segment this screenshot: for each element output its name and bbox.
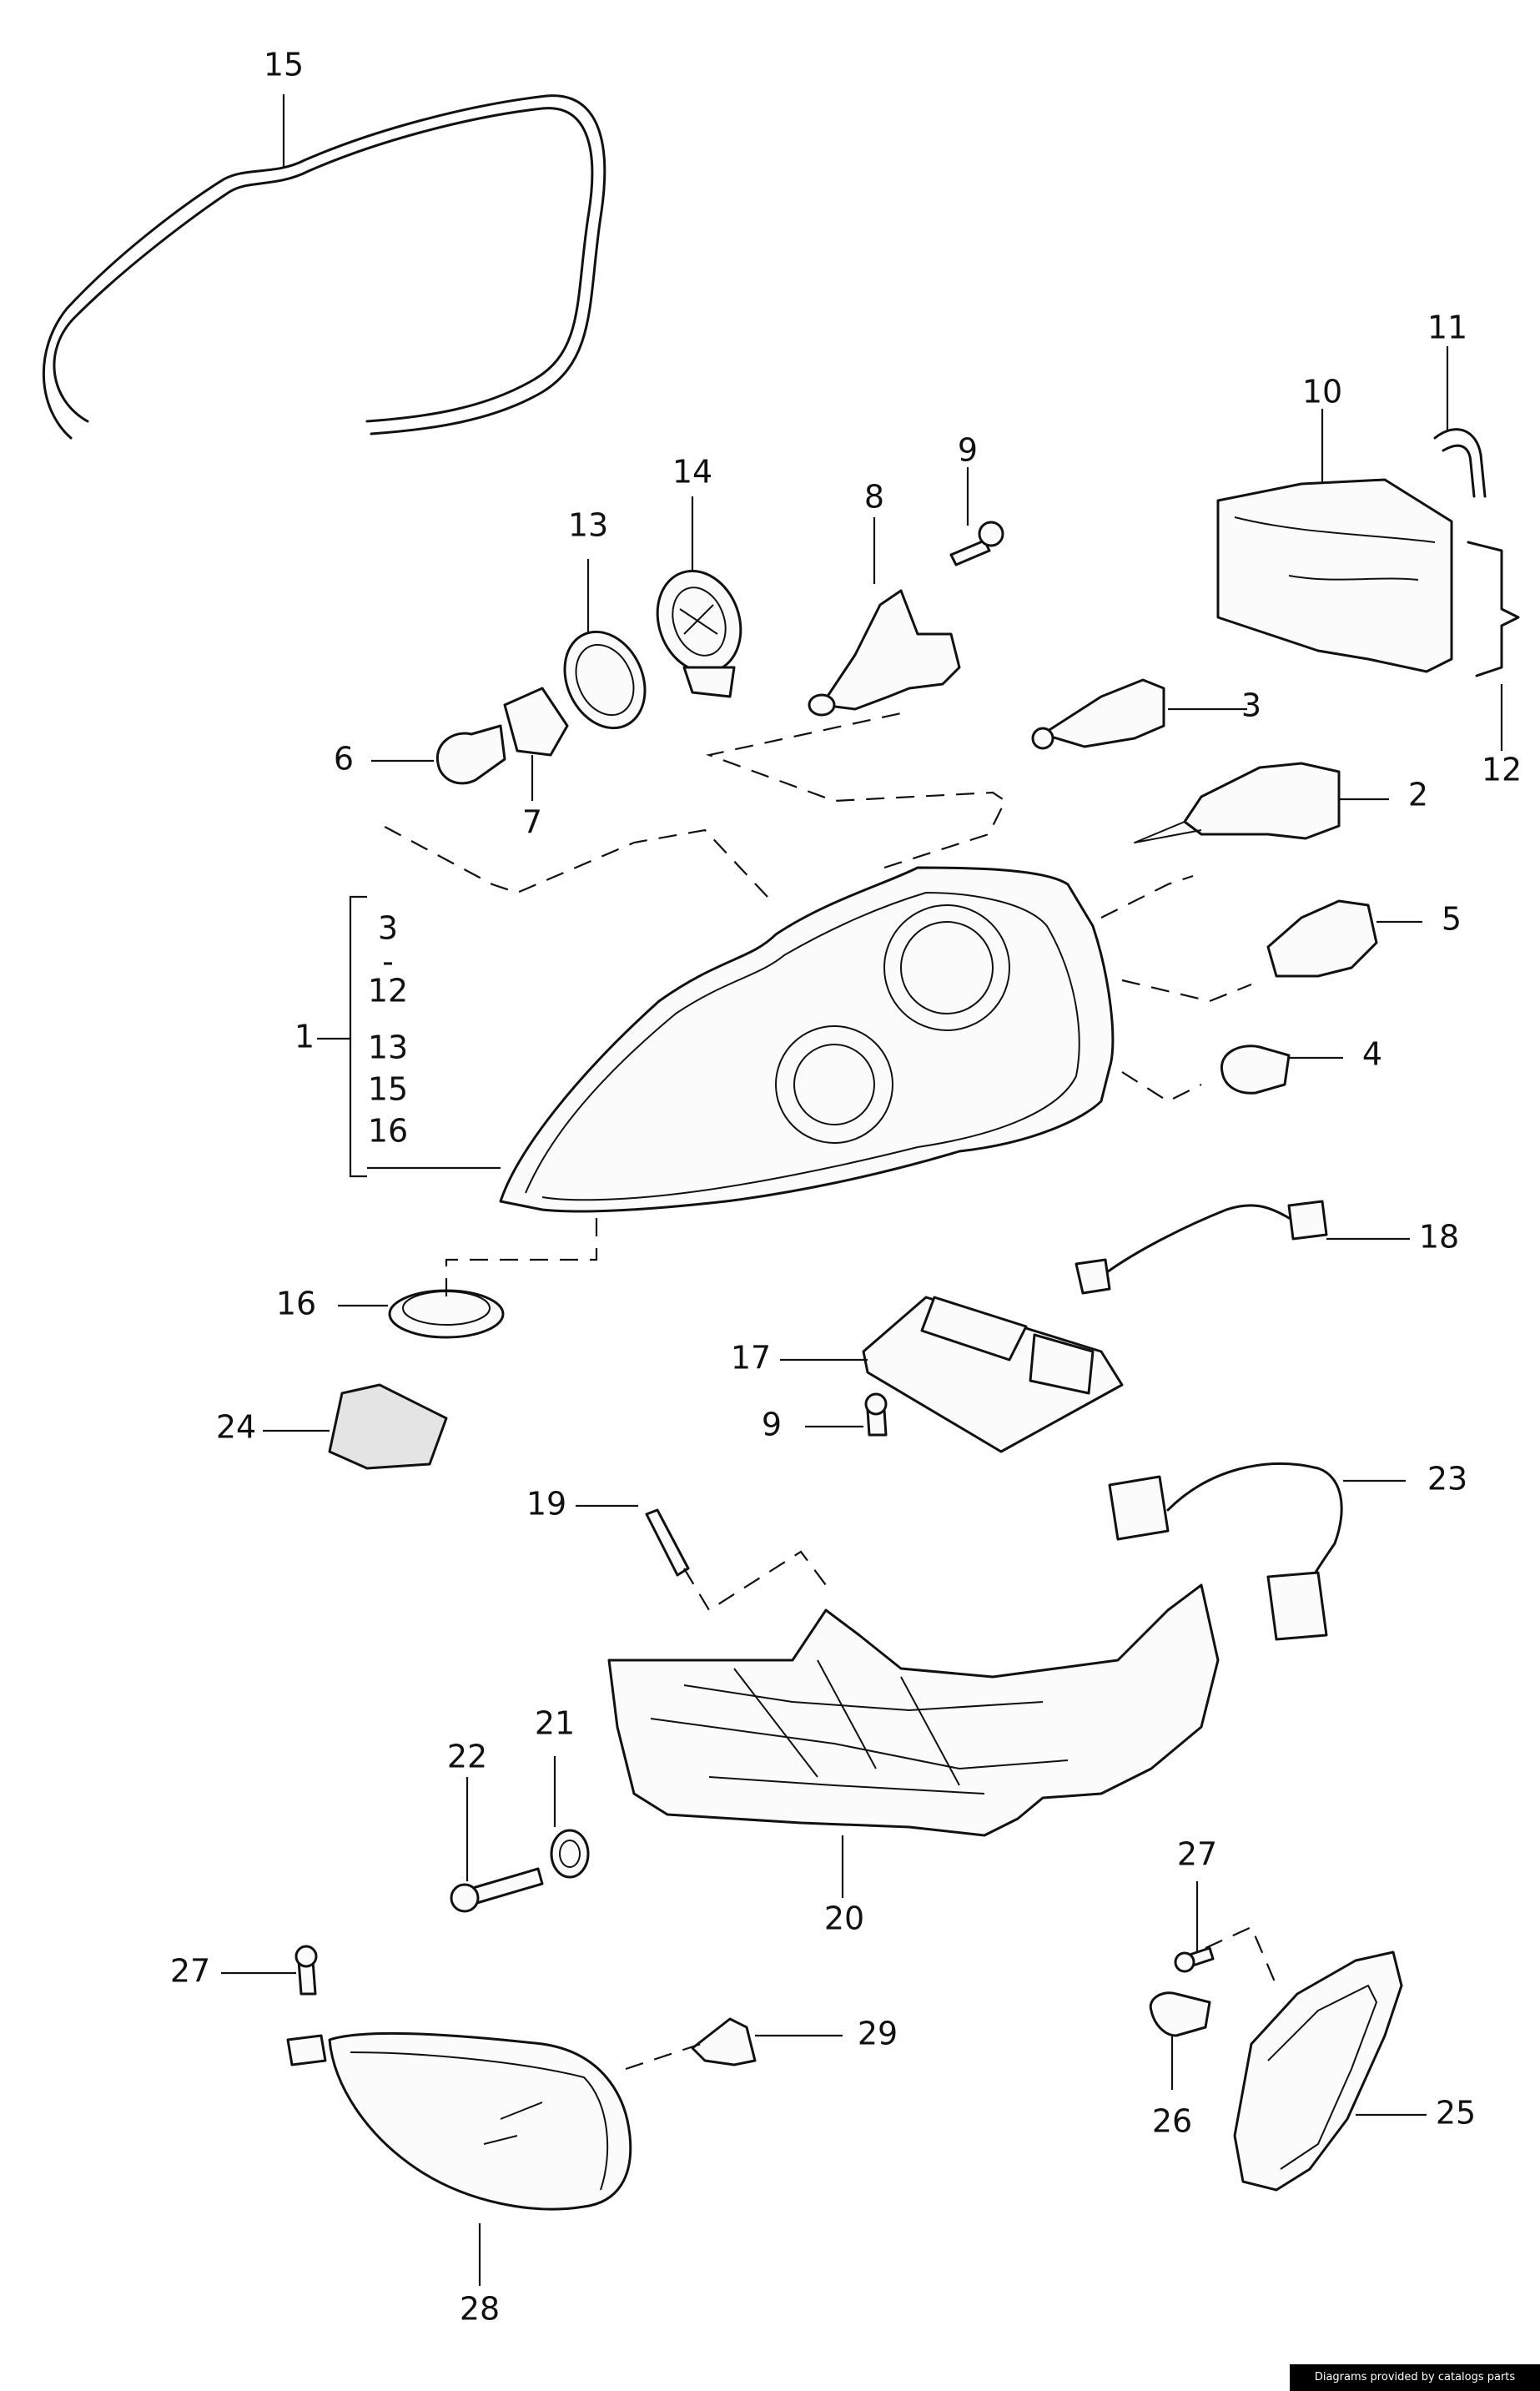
credit-text: Diagrams provided by catalogs parts: [1314, 2371, 1516, 2383]
label-21: 21: [535, 1705, 575, 1742]
label-26: 26: [1152, 2103, 1192, 2140]
label-27-left: 27: [170, 1953, 210, 1990]
part-22-bolt: [450, 1777, 544, 1913]
label-18: 18: [1419, 1219, 1459, 1256]
part-2-xenon-bulb: [1134, 762, 1389, 843]
part-9-screw-lower: [805, 1392, 888, 1437]
part-23-cable: [1108, 1462, 1406, 1641]
part-27-screw-right: [1174, 1881, 1215, 1973]
part-3-bulb: [1031, 678, 1247, 750]
part-29-bulb: [691, 2017, 843, 2066]
part-21-grommet: [550, 1756, 590, 1879]
bracket-item-2: -: [382, 944, 394, 980]
label-8: 8: [864, 479, 884, 516]
part-11-hose: [1433, 346, 1487, 498]
part-5-holder: [1266, 899, 1422, 978]
label-5: 5: [1442, 901, 1462, 938]
label-24: 24: [216, 1409, 256, 1446]
label-2: 2: [1408, 777, 1428, 813]
part-28-lamp: [286, 2031, 632, 2286]
part-10-cover: [1216, 409, 1453, 673]
label-28: 28: [460, 2291, 500, 2328]
part-1-headlight: [317, 866, 1115, 1213]
bracket-item-1: 3: [378, 910, 398, 947]
label-16: 16: [276, 1286, 316, 1322]
part-19-spring: [576, 1504, 690, 1577]
part-6-bulb: [371, 724, 506, 785]
label-19: 19: [526, 1486, 566, 1523]
part-8-actuator: [808, 517, 961, 717]
bracket-item-5: 15: [368, 1071, 408, 1108]
label-13: 13: [568, 507, 608, 544]
label-27-right: 27: [1177, 1836, 1217, 1873]
part-12-clip: [1467, 541, 1520, 751]
label-12-right: 12: [1482, 752, 1522, 788]
part-18-harness: [1074, 1200, 1410, 1295]
label-3: 3: [1241, 687, 1261, 724]
callout-labels: 15 14 13 9 8 11 10 12 3 2 5 4 6 7 1 3 - …: [170, 47, 1522, 2328]
label-9-upper: 9: [958, 432, 978, 469]
part-13-ring: [563, 559, 647, 730]
part-20-bracket: [607, 1583, 1220, 1898]
label-10: 10: [1302, 374, 1342, 410]
part-24-pad: [263, 1383, 448, 1470]
part-7-socket: [503, 687, 569, 801]
label-11: 11: [1427, 310, 1467, 346]
part-17-control-unit: [780, 1296, 1124, 1453]
label-23: 23: [1427, 1461, 1467, 1498]
part-14-cap: [656, 496, 742, 698]
label-7: 7: [522, 804, 542, 841]
assembly-lines: [375, 712, 1278, 2071]
part-15-seal-strip: [43, 94, 606, 440]
bracket-item-4: 13: [368, 1029, 408, 1066]
bracket-item-3: 12: [368, 973, 408, 1009]
label-9-lower: 9: [762, 1407, 782, 1443]
label-17: 17: [731, 1340, 771, 1377]
part-9-screw-upper: [949, 467, 1004, 566]
label-14: 14: [672, 454, 712, 491]
part-25-side-marker: [1233, 1951, 1427, 2192]
label-4: 4: [1362, 1036, 1382, 1073]
credit-banner: [1290, 2364, 1540, 2391]
part-16-cap: [338, 1289, 505, 1339]
bracket-item-6: 16: [368, 1113, 408, 1150]
label-20: 20: [824, 1900, 864, 1937]
label-15: 15: [264, 47, 304, 83]
label-22: 22: [447, 1739, 487, 1775]
label-29: 29: [858, 2016, 898, 2052]
label-6: 6: [334, 741, 354, 778]
part-26-bulb: [1149, 1991, 1211, 2090]
part-27-screw-left: [221, 1945, 318, 1996]
label-25: 25: [1436, 2095, 1476, 2132]
part-4-bulb: [1220, 1044, 1343, 1095]
label-1: 1: [294, 1019, 315, 1055]
